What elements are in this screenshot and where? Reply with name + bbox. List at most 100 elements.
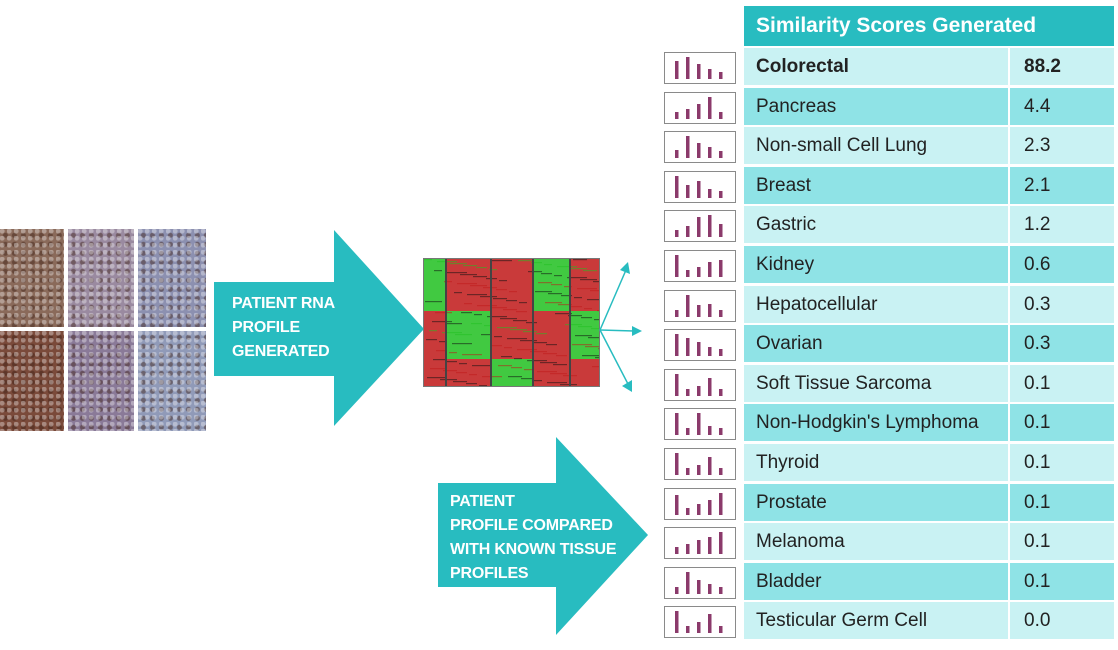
tissue-tile bbox=[0, 331, 64, 431]
thumbnail-bar bbox=[719, 260, 723, 277]
heatmap-block bbox=[491, 359, 533, 386]
thumbnail-bar bbox=[719, 72, 723, 79]
thumbnail-bar bbox=[719, 586, 723, 594]
tissue-name-cell: Prostate bbox=[744, 483, 1008, 521]
thumbnail-bar bbox=[675, 413, 679, 436]
similarity-score-cell: 0.0 bbox=[1010, 602, 1114, 640]
tissue-tile bbox=[0, 229, 64, 327]
heatmap-block bbox=[570, 359, 599, 386]
thumbnail-bar bbox=[708, 96, 712, 119]
heatmap-block bbox=[424, 359, 446, 386]
tissue-tile bbox=[138, 331, 206, 431]
tissue-name-cell: Gastric bbox=[744, 206, 1008, 244]
expression-thumbnail bbox=[664, 289, 736, 322]
tissue-name-cell: Non-small Cell Lung bbox=[744, 127, 1008, 165]
thumbnail-bar bbox=[708, 347, 712, 357]
thumbnail-bar bbox=[708, 499, 712, 515]
thumbnail-bar bbox=[686, 626, 690, 634]
tissue-tile bbox=[68, 229, 134, 327]
thumbnail-bar bbox=[686, 294, 690, 317]
thumbnail-bar bbox=[697, 103, 701, 119]
similarity-score-cell: 0.1 bbox=[1010, 404, 1114, 442]
similarity-score-cell: 0.3 bbox=[1010, 285, 1114, 323]
tissue-name-cell: Soft Tissue Sarcoma bbox=[744, 364, 1008, 402]
thumbnail-bar bbox=[697, 540, 701, 555]
expression-thumbnail bbox=[664, 368, 736, 401]
rna-heatmap bbox=[423, 258, 600, 387]
thumbnail-bar bbox=[686, 468, 690, 475]
tissue-name-cell: Pancreas bbox=[744, 87, 1008, 125]
thumbnail-bar bbox=[675, 373, 679, 396]
thumbnail-bar bbox=[675, 334, 679, 357]
thumbnail-bar bbox=[697, 180, 701, 198]
thumbnail-bar bbox=[675, 230, 679, 238]
thumbnail-bar bbox=[697, 217, 701, 238]
similarity-score-cell: 88.2 bbox=[1010, 48, 1114, 85]
thumbnail-bar bbox=[708, 583, 712, 594]
expression-thumbnail bbox=[664, 448, 736, 480]
thumbnail-bar bbox=[719, 224, 723, 238]
table-header: Similarity Scores Generated bbox=[744, 6, 1114, 46]
heatmap-block bbox=[570, 259, 599, 311]
thumbnail-bar bbox=[686, 108, 690, 119]
thumbnail-bar bbox=[697, 622, 701, 634]
rna-profile-arrow bbox=[214, 230, 424, 426]
thumbnail-bar bbox=[708, 147, 712, 159]
heatmap-block bbox=[446, 359, 491, 386]
thumbnail-bar bbox=[719, 111, 723, 119]
thumbnail-bar bbox=[675, 611, 679, 634]
rna-profile-label: PATIENT RNA PROFILE GENERATED bbox=[232, 295, 335, 360]
expression-thumbnail bbox=[664, 131, 736, 164]
profile-compared-arrow bbox=[438, 437, 648, 635]
thumbnail-bar bbox=[719, 468, 723, 475]
similarity-score-cell: 0.1 bbox=[1010, 364, 1114, 402]
profile-compared-label: PATIENT PROFILE COMPARED WITH KNOWN TISS… bbox=[450, 493, 617, 582]
similarity-score-cell: 0.1 bbox=[1010, 562, 1114, 600]
expression-thumbnail bbox=[664, 408, 736, 441]
thumbnail-bar bbox=[719, 532, 723, 555]
thumbnail-bar bbox=[675, 150, 679, 159]
thumbnail-bar bbox=[675, 494, 679, 515]
thumbnail-bar bbox=[697, 304, 701, 317]
tissue-name-cell: Melanoma bbox=[744, 523, 1008, 561]
tissue-name-cell: Ovarian bbox=[744, 325, 1008, 363]
thumbnail-bar bbox=[697, 413, 701, 436]
thumbnail-bar bbox=[697, 143, 701, 159]
thumbnail-bar bbox=[708, 188, 712, 198]
thumbnail-bar bbox=[686, 226, 690, 238]
heatmap-block bbox=[424, 259, 446, 311]
expression-thumbnail bbox=[664, 91, 736, 124]
thumbnail-bar bbox=[675, 175, 679, 198]
thumbnail-bar bbox=[686, 57, 690, 79]
thumbnail-bar bbox=[686, 184, 690, 198]
tissue-tile bbox=[68, 331, 134, 431]
thumbnail-bar bbox=[697, 267, 701, 277]
thumbnail-bar bbox=[708, 537, 712, 555]
thumbnail-bar bbox=[697, 64, 701, 79]
thumbnail-bar bbox=[708, 215, 712, 238]
similarity-score-cell: 2.3 bbox=[1010, 127, 1114, 165]
heatmap-block bbox=[424, 311, 446, 359]
similarity-score-cell: 0.1 bbox=[1010, 483, 1114, 521]
thumbnail-bar bbox=[719, 388, 723, 396]
thumbnail-bar bbox=[686, 338, 690, 357]
thumbnail-bar bbox=[697, 342, 701, 357]
thumbnail-bar bbox=[708, 426, 712, 436]
thumbnail-bar bbox=[686, 388, 690, 396]
thumbnail-bar bbox=[686, 571, 690, 594]
thumbnail-bar bbox=[708, 262, 712, 277]
thumbnail-bar bbox=[675, 309, 679, 317]
thumbnail-bar bbox=[708, 614, 712, 634]
